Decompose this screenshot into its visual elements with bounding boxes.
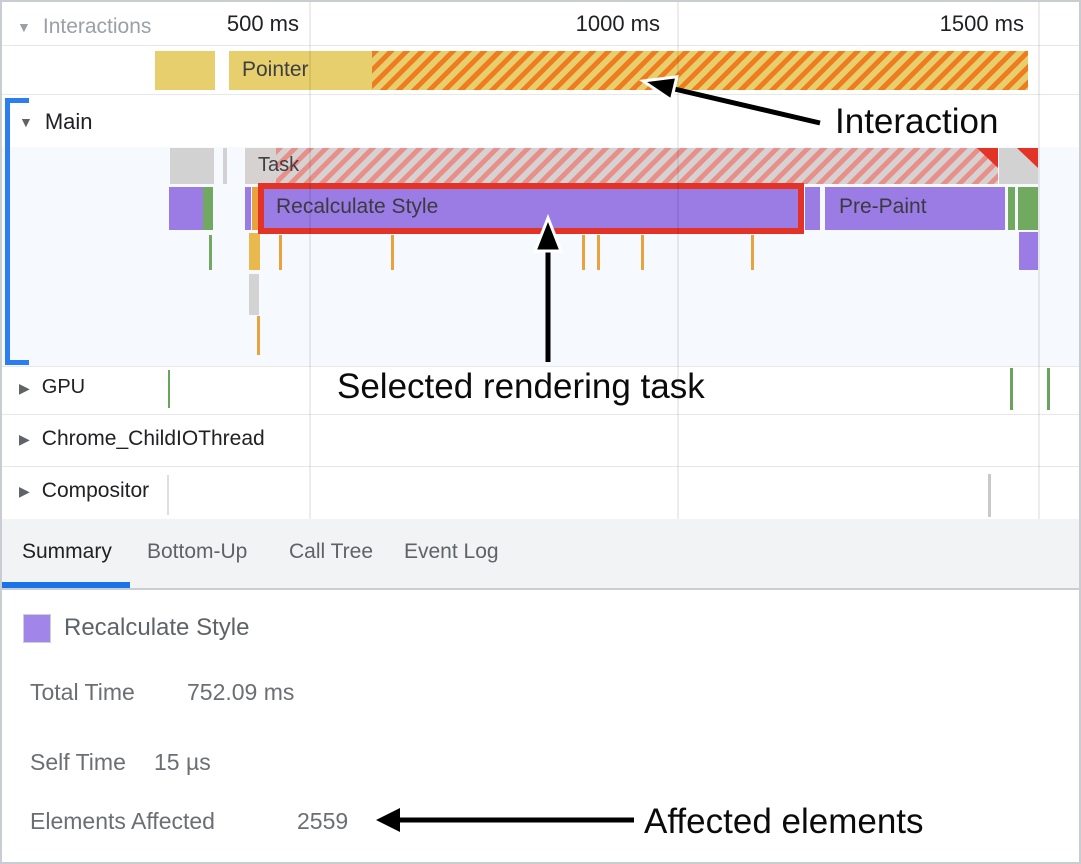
style-event-bar[interactable] xyxy=(245,187,251,230)
selected-track-bracket-top-arm xyxy=(5,98,29,103)
gpu-event-bar[interactable] xyxy=(1047,368,1050,410)
summary-row-total-time: Total Time 752.09 ms xyxy=(30,679,530,709)
selected-recalculate-style-label: Recalculate Style xyxy=(276,195,439,218)
tab-call-tree[interactable]: Call Tree xyxy=(289,540,374,563)
paint-event-bar[interactable] xyxy=(209,235,212,270)
track-name-child-io: Chrome_ChildIOThread xyxy=(41,427,265,450)
script-event-bar[interactable] xyxy=(641,235,644,270)
chevron-right-icon[interactable]: ▶ xyxy=(19,379,30,396)
summary-event-title: Recalculate Style xyxy=(64,614,250,641)
pre-paint-bar[interactable]: Pre-Paint xyxy=(825,187,1005,230)
summary-row-self-time: Self Time 15 µs xyxy=(30,749,530,779)
ruler-divider xyxy=(2,45,1079,46)
track-header-interactions[interactable]: ▼ Interactions xyxy=(17,15,151,39)
track-divider xyxy=(2,366,1079,367)
selected-track-bracket-bottom-arm xyxy=(5,360,29,365)
tab-summary[interactable]: Summary xyxy=(22,540,112,563)
event-color-swatch xyxy=(24,615,50,642)
style-event-bar[interactable] xyxy=(805,187,820,230)
summary-row-elements-affected: Elements Affected 2559 xyxy=(30,808,530,838)
script-event-bar[interactable] xyxy=(597,235,600,270)
time-gridline xyxy=(1038,2,1040,519)
paint-event-bar[interactable] xyxy=(1008,187,1015,230)
task-label: Task xyxy=(258,154,300,176)
pointer-interaction-label: Pointer xyxy=(242,58,309,81)
task-event-bar[interactable] xyxy=(170,148,214,184)
compositor-event-bar xyxy=(167,475,169,515)
annotation-affected-elements: Affected elements xyxy=(644,802,924,841)
chevron-right-icon[interactable]: ▶ xyxy=(19,483,30,499)
details-tab-bar: Summary Bottom-Up Call Tree Event Log xyxy=(2,519,1079,590)
time-gridline xyxy=(677,2,679,519)
track-header-compositor[interactable]: ▶ Compositor xyxy=(19,479,149,503)
ruler-tick-1500ms: 1500 ms xyxy=(939,11,1024,36)
paint-event-bar[interactable] xyxy=(1018,187,1038,230)
summary-row-value: 15 µs xyxy=(154,749,211,775)
ruler-tick-1000ms: 1000 ms xyxy=(575,11,660,36)
track-divider xyxy=(2,466,1079,467)
gpu-event-bar[interactable] xyxy=(168,370,170,408)
style-event-bar[interactable] xyxy=(169,187,203,230)
selected-track-bracket xyxy=(5,98,10,365)
interaction-event-bar[interactable] xyxy=(155,51,215,90)
long-task-hatch xyxy=(276,148,998,184)
track-divider xyxy=(2,414,1079,415)
track-name-main: Main xyxy=(44,109,93,134)
style-event-bar[interactable] xyxy=(1019,232,1038,270)
compositor-event-bar[interactable] xyxy=(988,474,991,517)
chevron-right-icon[interactable]: ▶ xyxy=(19,431,30,447)
track-name-interactions: Interactions xyxy=(42,15,152,38)
active-tab-underline xyxy=(2,582,130,588)
ruler-tick-500ms: 500 ms xyxy=(226,11,299,36)
track-header-main[interactable]: ▼ Main xyxy=(19,109,93,135)
track-name-gpu: GPU xyxy=(41,376,86,398)
long-task-bar[interactable]: Task xyxy=(245,148,998,184)
track-divider xyxy=(2,94,1079,95)
pointer-interaction-hatch xyxy=(372,51,1028,90)
tab-bottom-up[interactable]: Bottom-Up xyxy=(147,540,248,563)
script-event-bar[interactable] xyxy=(249,233,260,270)
script-event-bar[interactable] xyxy=(582,235,585,270)
chevron-down-icon[interactable]: ▼ xyxy=(19,114,33,130)
chevron-down-icon[interactable]: ▼ xyxy=(17,19,31,35)
script-event-bar[interactable] xyxy=(391,235,394,270)
summary-row-label: Elements Affected xyxy=(30,808,215,834)
selected-recalculate-style-bar[interactable]: Recalculate Style xyxy=(258,183,804,234)
script-event-bar[interactable] xyxy=(257,316,260,355)
track-name-compositor: Compositor xyxy=(41,479,150,502)
paint-event-bar[interactable] xyxy=(203,187,213,230)
gpu-event-bar[interactable] xyxy=(1010,368,1013,410)
time-gridline xyxy=(309,2,311,519)
track-header-child-io[interactable]: ▶ Chrome_ChildIOThread xyxy=(19,427,265,451)
annotation-interaction: Interaction xyxy=(835,102,999,141)
summary-row-label: Self Time xyxy=(30,749,126,775)
annotation-selected-task: Selected rendering task xyxy=(337,367,705,406)
summary-row-value: 2559 xyxy=(297,808,349,834)
summary-row-label: Total Time xyxy=(30,679,135,705)
track-header-gpu[interactable]: ▶ GPU xyxy=(19,376,85,399)
summary-row-value: 752.09 ms xyxy=(187,679,295,705)
script-event-bar[interactable] xyxy=(279,235,282,270)
task-event-bar[interactable] xyxy=(249,274,259,315)
script-event-bar[interactable] xyxy=(751,235,754,270)
script-event-bar[interactable] xyxy=(252,187,258,230)
tab-event-log[interactable]: Event Log xyxy=(404,540,499,563)
task-event-bar[interactable] xyxy=(223,148,227,184)
pointer-interaction-bar[interactable]: Pointer xyxy=(229,51,1028,90)
pre-paint-label: Pre-Paint xyxy=(839,195,927,218)
